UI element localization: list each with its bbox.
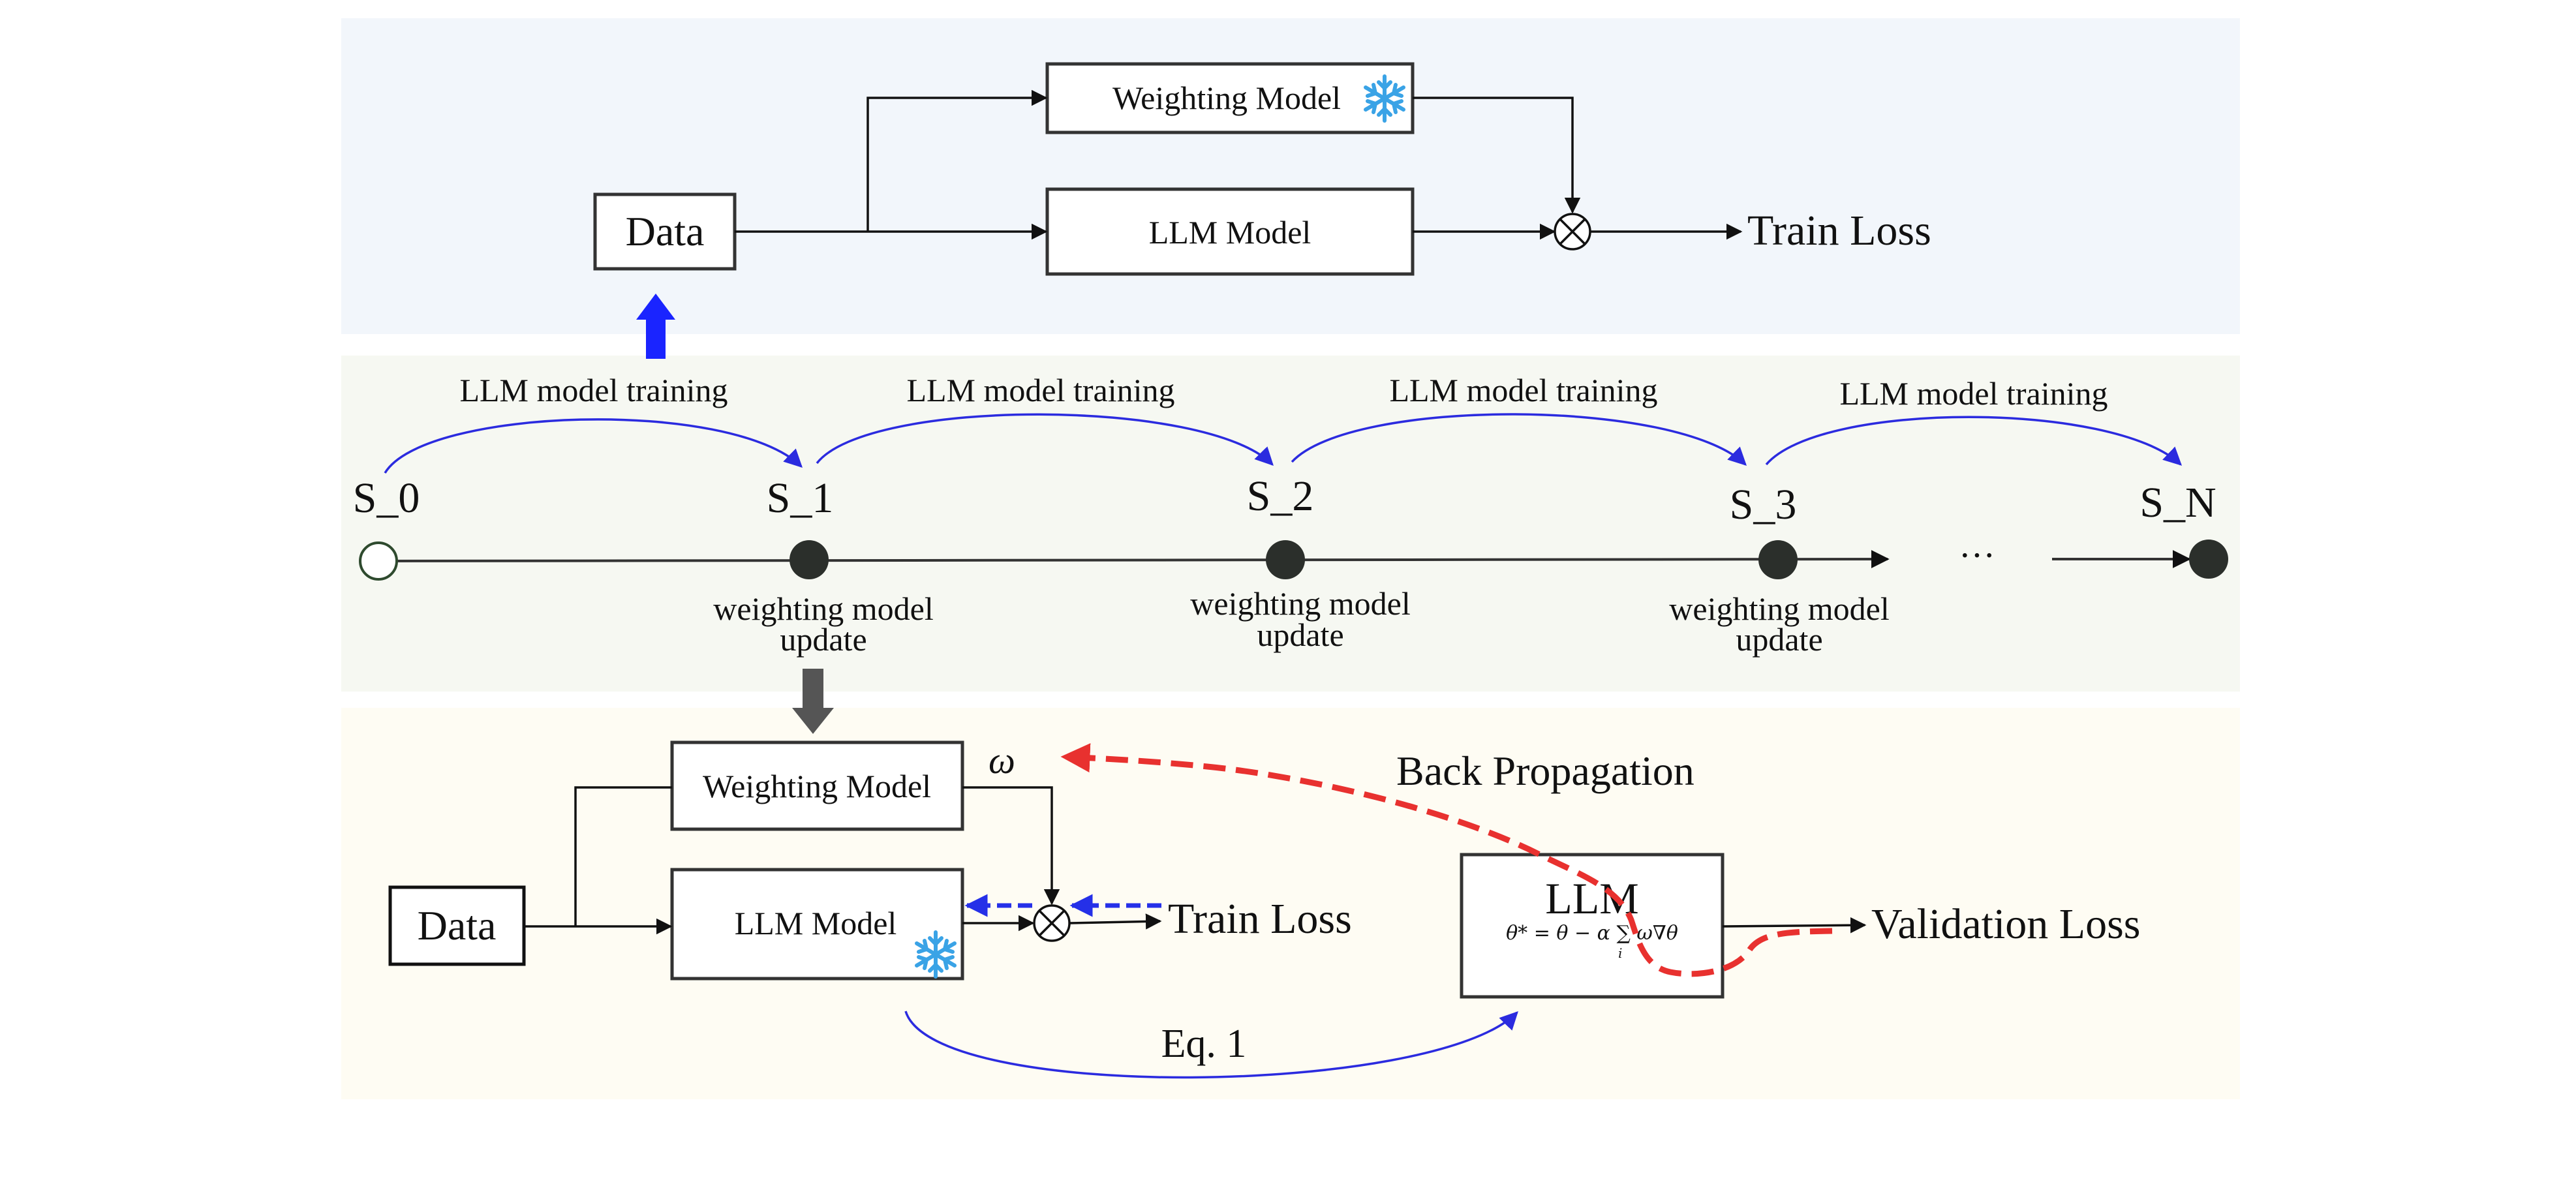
- top-branch-to-weighting-arrow: [866, 89, 1048, 232]
- omega-label: ω: [989, 739, 1015, 782]
- stage-label-s2: S_2: [1247, 472, 1314, 520]
- top-llm-model-box: [1045, 187, 1415, 276]
- training-arc-3: [1291, 413, 1747, 466]
- stage-label-sn: S_N: [2139, 479, 2216, 526]
- stage-node-s0: [359, 541, 398, 581]
- training-arc-1: [384, 418, 803, 474]
- timeline: ··· S_0 S_1 S_2 S_3 S_N LLM model traini…: [353, 372, 2228, 658]
- timeline-axis: [378, 550, 1890, 569]
- update-equation: θ* = θ − α ∑ ω∇θ: [1506, 922, 1678, 945]
- circled-times-icon: [1033, 904, 1071, 942]
- bottom-multiply-to-loss-arrow: [1069, 913, 1162, 930]
- training-arc-4: [1765, 416, 2183, 466]
- blue-up-arrow: [636, 294, 675, 359]
- eq1-label: Eq. 1: [1161, 1022, 1247, 1066]
- top-llm-model-label: LLM Model: [1149, 214, 1311, 251]
- gray-down-arrow: [792, 669, 834, 734]
- stage-node-sn: [2189, 540, 2228, 579]
- top-weighting-model-box: [1045, 62, 1415, 134]
- update-label-3-line1: weighting model: [1669, 590, 1889, 627]
- eq1-arc-arrow: [904, 1011, 1518, 1079]
- stage-label-s0: S_0: [353, 474, 420, 522]
- training-label-2: LLM model training: [906, 372, 1174, 408]
- update-label-2-line2: update: [1257, 617, 1343, 653]
- stage-label-s1: S_1: [767, 474, 834, 522]
- update-label-3-line2: update: [1736, 621, 1822, 658]
- bottom-weighting-to-multiply-arrow: [962, 786, 1060, 906]
- training-label-4: LLM model training: [1839, 375, 2108, 412]
- update-label-1-line1: weighting model: [713, 590, 933, 627]
- stage-node-s2: [1266, 540, 1305, 579]
- validation-loss-label: Validation Loss: [1871, 900, 2140, 948]
- update-label-2-line1: weighting model: [1190, 585, 1410, 622]
- top-weighting-model-label: Weighting Model: [1112, 80, 1341, 116]
- bottom-data-label: Data: [418, 902, 497, 949]
- bottom-weighting-model-label: Weighting Model: [703, 768, 931, 804]
- top-weighting-to-multiply-arrow: [1413, 97, 1581, 214]
- bottom-panel-background: [341, 708, 2240, 1099]
- stage-node-s3: [1758, 540, 1798, 579]
- bottom-panel: Data Weighting Model LLM Model Train Los…: [388, 739, 2140, 1079]
- top-panel: Data Weighting Model LLM Model Train Los…: [593, 62, 1931, 276]
- update-label-1-line2: update: [780, 621, 866, 658]
- back-propagation-arrow: [1060, 743, 1833, 977]
- circled-times-icon: [1554, 213, 1591, 251]
- bottom-llm-model-label: LLM Model: [735, 905, 897, 941]
- stage-node-s1: [790, 540, 829, 579]
- training-label-3: LLM model training: [1389, 372, 1657, 408]
- validation-loss-arrow: [1722, 917, 1867, 934]
- top-train-loss-label: Train Loss: [1747, 207, 1931, 254]
- back-propagation-label: Back Propagation: [1396, 748, 1694, 794]
- training-arc-2: [816, 413, 1274, 466]
- bottom-train-loss-label: Train Loss: [1168, 895, 1352, 943]
- timeline-ellipsis: ···: [1959, 536, 1995, 576]
- stage-label-s3: S_3: [1730, 481, 1797, 528]
- top-data-label: Data: [626, 208, 705, 254]
- update-equation-subscript: i: [1618, 945, 1622, 961]
- training-label-1: LLM model training: [459, 372, 728, 408]
- middle-panel-background: [341, 356, 2240, 692]
- bottom-branch-to-weighting-line: [574, 786, 672, 926]
- bottom-data-box: [388, 885, 526, 966]
- bottom-weighting-model-box: [670, 740, 964, 831]
